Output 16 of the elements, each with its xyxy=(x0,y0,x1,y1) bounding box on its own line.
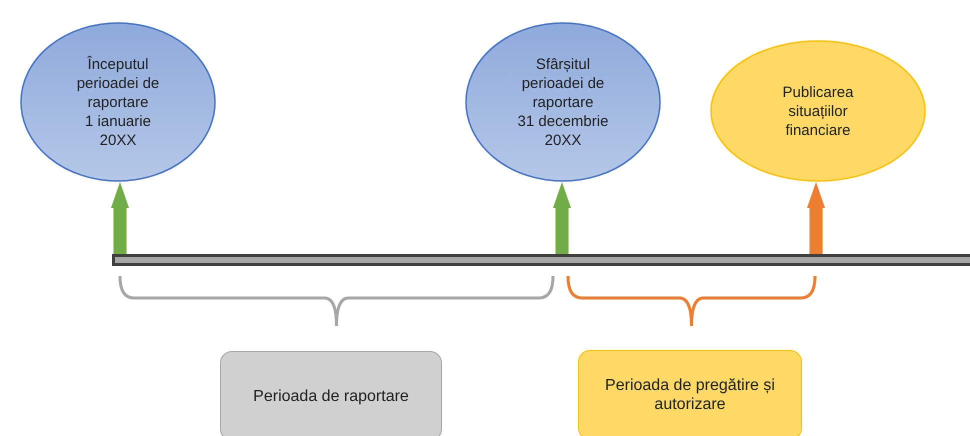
node-text: Perioada de pregătire și autorizare xyxy=(605,376,775,414)
node-text: Începutul perioadei de raportare xyxy=(76,54,160,112)
timeline-bar xyxy=(112,254,970,266)
node-text: Perioada de raportare xyxy=(252,386,410,406)
rounded-box xyxy=(578,350,802,436)
ellipse xyxy=(710,40,926,182)
rounded-box xyxy=(220,351,442,436)
ellipse xyxy=(20,22,216,182)
ellipse xyxy=(465,22,661,182)
node-text: Publicarea situațiilor financiare xyxy=(782,82,854,140)
arrow xyxy=(553,182,571,255)
node-text: 31 decembrie 20XX xyxy=(516,112,610,150)
arrow xyxy=(111,182,129,255)
node-text: Sfârșitul perioadei de raportare xyxy=(520,54,606,112)
node-text: 1 ianuarie 20XX xyxy=(84,112,152,150)
arrow xyxy=(807,182,825,255)
